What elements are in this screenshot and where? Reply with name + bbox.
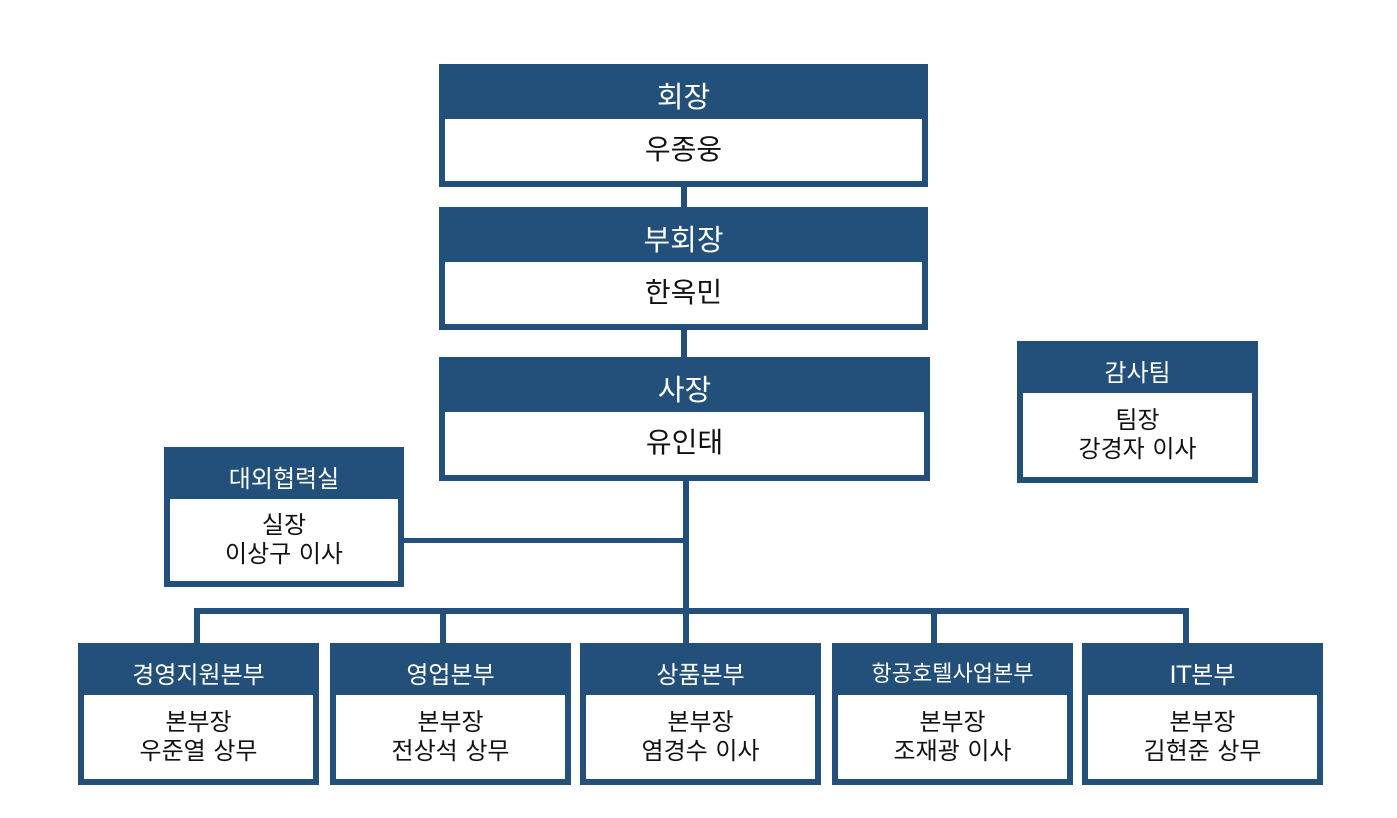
division-body: 본부장 조재광 이사 — [838, 695, 1067, 779]
vice-chairman-box: 부회장 한옥민 — [439, 207, 928, 330]
division-head-name: 염경수 이사 — [641, 737, 760, 765]
chairman-name: 우종웅 — [644, 132, 723, 166]
connector-division-bus — [194, 608, 1189, 614]
division-title: 경영지원본부 — [84, 649, 313, 695]
division-body: 본부장 전상석 상무 — [336, 695, 565, 779]
vice-chairman-body: 한옥민 — [445, 262, 922, 324]
connector-chairman-vice — [681, 184, 687, 210]
division-head-name: 조재광 이사 — [893, 737, 1012, 765]
division-box-sales: 영업본부 본부장 전상석 상무 — [330, 643, 571, 785]
external-affairs-title: 대외협력실 — [170, 453, 398, 499]
division-title: 영업본부 — [336, 649, 565, 695]
division-box-product: 상품본부 본부장 염경수 이사 — [580, 643, 821, 785]
president-box: 사장 유인태 — [439, 357, 930, 481]
president-body: 유인태 — [445, 412, 924, 475]
connector-division-4 — [931, 608, 937, 646]
chairman-title: 회장 — [445, 70, 922, 119]
division-head-name: 우준열 상무 — [139, 737, 258, 765]
connector-vice-president — [681, 327, 687, 360]
division-box-airline-hotel: 항공호텔사업본부 본부장 조재광 이사 — [832, 643, 1073, 785]
division-head-name: 전상석 상무 — [391, 737, 510, 765]
connector-division-5 — [1183, 608, 1189, 646]
division-body: 본부장 김현준 상무 — [1088, 695, 1317, 779]
audit-team-box: 감사팀 팀장 강경자 이사 — [1017, 341, 1258, 483]
president-name: 유인태 — [645, 426, 724, 460]
chairman-body: 우종웅 — [445, 119, 922, 181]
division-role: 본부장 — [417, 707, 484, 736]
division-title: IT본부 — [1088, 649, 1317, 695]
division-role: 본부장 — [1169, 707, 1236, 736]
chairman-box: 회장 우종웅 — [439, 64, 928, 187]
vice-chairman-name: 한옥민 — [644, 275, 723, 309]
external-affairs-body: 실장 이상구 이사 — [170, 499, 398, 581]
division-title: 항공호텔사업본부 — [838, 649, 1067, 695]
connector-president-trunk — [683, 478, 689, 645]
division-role: 본부장 — [919, 707, 986, 736]
connector-external-branch — [400, 538, 688, 543]
division-head-name: 김현준 상무 — [1143, 737, 1262, 765]
president-title: 사장 — [445, 363, 924, 412]
vice-chairman-title: 부회장 — [445, 213, 922, 262]
audit-team-name: 강경자 이사 — [1078, 435, 1197, 463]
division-box-it: IT본부 본부장 김현준 상무 — [1082, 643, 1323, 785]
audit-team-role: 팀장 — [1115, 405, 1160, 434]
division-body: 본부장 염경수 이사 — [586, 695, 815, 779]
division-body: 본부장 우준열 상무 — [84, 695, 313, 779]
division-role: 본부장 — [667, 707, 734, 736]
audit-team-title: 감사팀 — [1023, 347, 1252, 393]
connector-division-2 — [440, 608, 446, 646]
division-box-management: 경영지원본부 본부장 우준열 상무 — [78, 643, 319, 785]
connector-division-1 — [194, 608, 200, 646]
external-affairs-box: 대외협력실 실장 이상구 이사 — [164, 447, 404, 587]
division-role: 본부장 — [165, 707, 232, 736]
external-affairs-role: 실장 — [261, 510, 307, 539]
external-affairs-name: 이상구 이사 — [224, 540, 344, 568]
division-title: 상품본부 — [586, 649, 815, 695]
audit-team-body: 팀장 강경자 이사 — [1023, 393, 1252, 477]
